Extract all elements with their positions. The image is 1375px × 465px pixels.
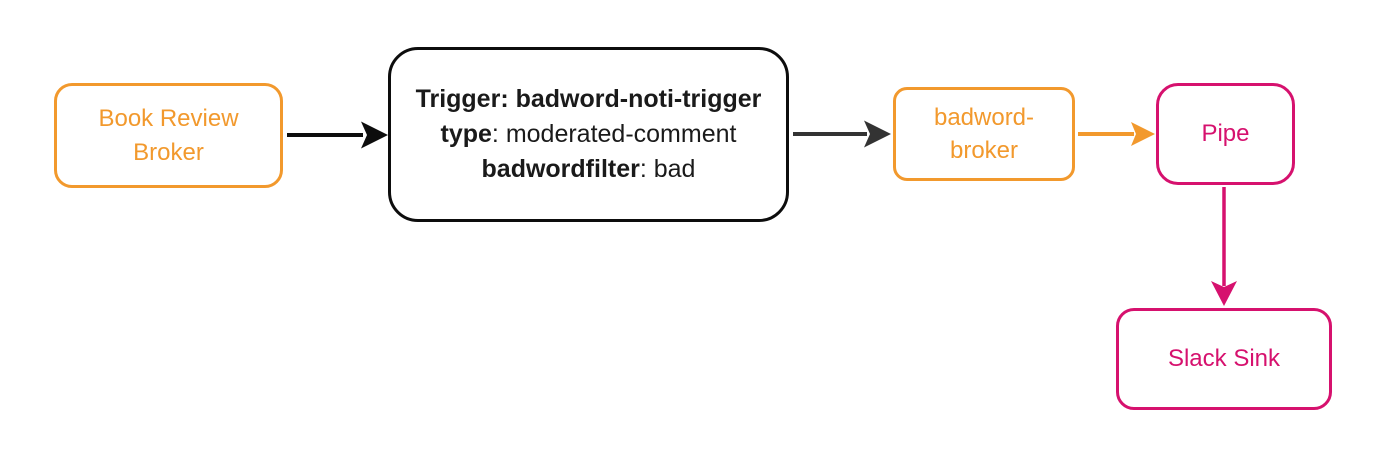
arrow-pipe-to-slack-sink — [1211, 187, 1237, 306]
node-badword-broker-label: badword-broker — [933, 104, 1035, 164]
trigger-line-type: type: moderated-comment — [440, 120, 737, 148]
node-trigger-filter: Trigger: badword-noti-trigger type: mode… — [388, 47, 789, 222]
node-slack-sink-label: Slack Sink — [1167, 345, 1281, 372]
trigger-line-name: Trigger: badword-noti-trigger — [415, 85, 762, 113]
arrow-broker-to-trigger — [287, 121, 388, 149]
node-pipe: Pipe — [1156, 83, 1295, 185]
arrow-badword-broker-to-pipe — [1078, 122, 1155, 146]
node-badword-broker: badword-broker — [893, 87, 1075, 181]
trigger-line-filter: badwordfilter: bad — [481, 155, 696, 183]
node-slack-sink: Slack Sink — [1116, 308, 1332, 410]
node-book-review-broker-label: Book Review Broker — [98, 104, 239, 166]
arrow-trigger-to-badword-broker — [793, 120, 891, 148]
node-pipe-label: Pipe — [1201, 120, 1250, 147]
node-book-review-broker: Book Review Broker — [54, 83, 283, 188]
